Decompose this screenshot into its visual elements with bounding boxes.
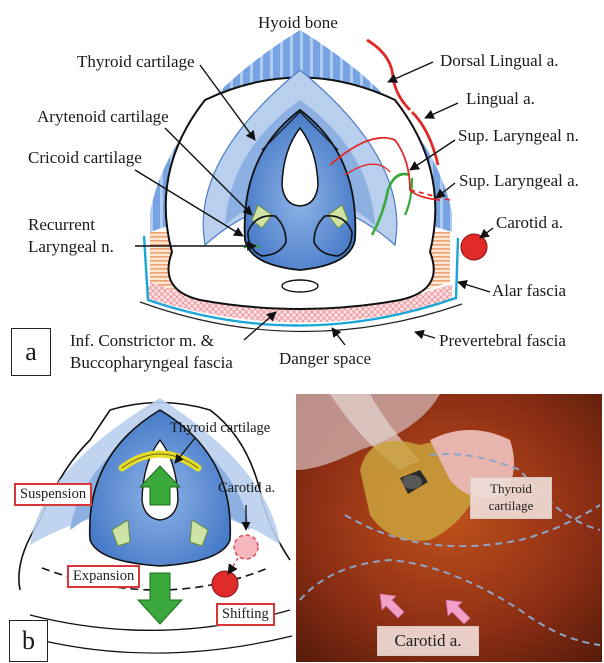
label-sup-laryngeal-a: Sup. Laryngeal a. [459, 171, 579, 190]
carotid-shifted [212, 571, 238, 597]
expansion-arrow [138, 573, 182, 624]
label-arytenoid-cartilage: Arytenoid cartilage [37, 107, 169, 126]
carotid-original [234, 535, 258, 559]
label-alar-fascia: Alar fascia [492, 281, 567, 300]
carotid-artery-a [461, 234, 487, 260]
label-b-thyroid: Thyroid cartilage [170, 420, 270, 436]
label-b-carotid: Carotid a. [218, 480, 275, 496]
label-danger-space: Danger space [279, 349, 371, 368]
expansion-label: Expansion [67, 565, 140, 588]
label-sup-laryngeal-n: Sup. Laryngeal n. [458, 126, 579, 145]
label-recurrent: Recurrent [28, 215, 95, 234]
label-inf-constrictor: Inf. Constrictor m. & [70, 331, 214, 350]
label-carotid: Carotid a. [496, 213, 563, 232]
vertebra-ellipse [282, 280, 318, 292]
suspension-label: Suspension [14, 483, 92, 506]
shifting-label: Shifting [216, 603, 275, 626]
label-cricoid-cartilage: Cricoid cartilage [28, 148, 142, 167]
label-buccopharyngeal: Buccopharyngeal fascia [70, 353, 233, 372]
label-prevertebral: Prevertebral fascia [439, 331, 566, 350]
photo-thyroid-line1: Thyroid [471, 480, 551, 497]
label-hyoid-bone: Hyoid bone [258, 13, 338, 32]
panel-a-diagram: Hyoid bone Thyroid cartilage Arytenoid c… [28, 13, 579, 372]
surgical-photo [296, 394, 602, 662]
photo-thyroid-line2: cartilage [471, 497, 551, 514]
panel-b-tag: b [9, 620, 48, 662]
panel-a-tag: a [11, 328, 51, 376]
photo-thyroid-label: Thyroid cartilage [470, 477, 552, 519]
label-recurrent-2: Laryngeal n. [28, 237, 114, 256]
label-lingual: Lingual a. [466, 89, 535, 108]
label-dorsal-lingual: Dorsal Lingual a. [440, 51, 559, 70]
photo-carotid-label: Carotid a. [377, 626, 479, 656]
label-thyroid-cartilage: Thyroid cartilage [77, 52, 195, 71]
